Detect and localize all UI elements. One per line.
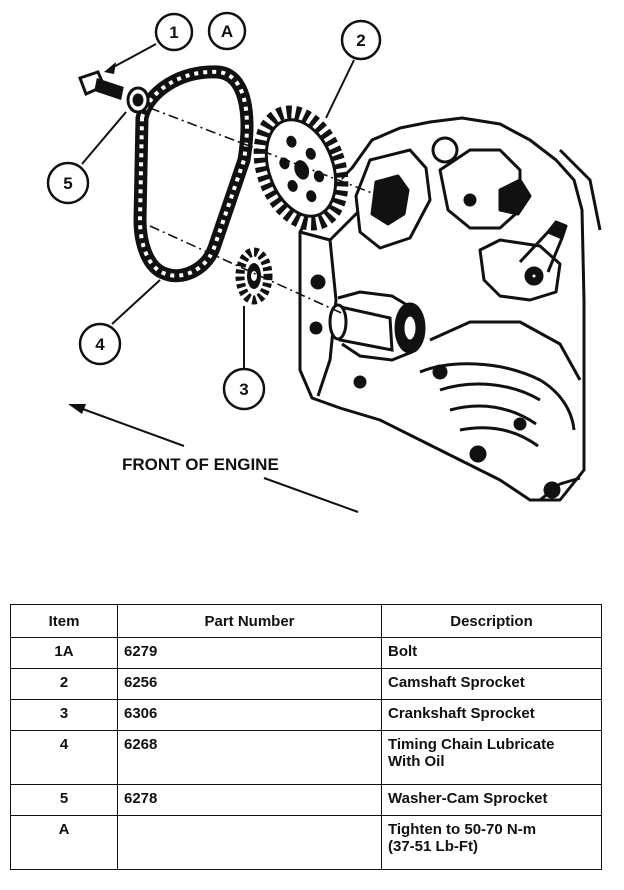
- description-line: With Oil: [388, 753, 445, 770]
- camshaft-sprocket: [253, 105, 349, 231]
- svg-text:4: 4: [95, 335, 105, 354]
- parts-table: Item Part Number Description 1A 6279 Bol…: [10, 604, 602, 870]
- description-cell: Bolt: [381, 637, 602, 669]
- callout-5: 5: [46, 161, 90, 205]
- description-line: Timing Chain Lubricate: [388, 736, 555, 753]
- engine-block: [298, 116, 602, 502]
- timing-chain-diagram: 1 A 2 5 4 3 FRONT OF ENGINE: [46, 11, 602, 513]
- header-description: Description: [381, 604, 602, 638]
- svg-text:5: 5: [63, 174, 72, 193]
- part-number-cell: 6268: [117, 730, 382, 785]
- description-line: Bolt: [388, 643, 418, 660]
- part-number-cell: 6279: [117, 637, 382, 669]
- item-cell: 5: [10, 784, 118, 816]
- alignment-lines: [149, 107, 381, 317]
- item-cell: 1A: [10, 637, 118, 669]
- table-row: 2 6256 Camshaft Sprocket: [10, 668, 602, 700]
- svg-text:3: 3: [239, 380, 248, 399]
- crankshaft-nose: [328, 303, 394, 352]
- crankshaft-sprocket: [235, 247, 273, 305]
- description-line: Washer-Cam Sprocket: [388, 790, 548, 807]
- table-row: A Tighten to 50-70 N-m(37-51 Lb-Ft): [10, 815, 602, 870]
- table-row: 3 6306 Crankshaft Sprocket: [10, 699, 602, 731]
- item-cell: 3: [10, 699, 118, 731]
- leader-lines: [81, 43, 355, 372]
- item-cell: 2: [10, 668, 118, 700]
- front-of-engine-label: FRONT OF ENGINE: [122, 455, 279, 474]
- part-number-cell: [117, 815, 382, 870]
- item-cell: 4: [10, 730, 118, 785]
- callout-A: A: [207, 11, 247, 51]
- description-cell: Washer-Cam Sprocket: [381, 784, 602, 816]
- callout-3: 3: [222, 367, 266, 411]
- header-item: Item: [10, 604, 118, 638]
- svg-text:A: A: [221, 22, 233, 41]
- part-number-cell: 6256: [117, 668, 382, 700]
- description-cell: Crankshaft Sprocket: [381, 699, 602, 731]
- item-cell: A: [10, 815, 118, 870]
- table-row: 5 6278 Washer-Cam Sprocket: [10, 784, 602, 816]
- description-line: Camshaft Sprocket: [388, 674, 525, 691]
- table-row: 1A 6279 Bolt: [10, 637, 602, 669]
- table-header-row: Item Part Number Description: [10, 604, 602, 638]
- description-cell: Camshaft Sprocket: [381, 668, 602, 700]
- header-part-number: Part Number: [117, 604, 382, 638]
- part-number-cell: 6278: [117, 784, 382, 816]
- description-line: Crankshaft Sprocket: [388, 705, 535, 722]
- washer: [126, 86, 150, 114]
- timing-chain: [133, 65, 254, 283]
- svg-text:1: 1: [169, 23, 178, 42]
- description-line: Tighten to 50-70 N-m: [388, 821, 537, 838]
- callout-2: 2: [340, 19, 382, 61]
- description-cell: Tighten to 50-70 N-m(37-51 Lb-Ft): [381, 815, 602, 870]
- callout-1: 1: [154, 12, 194, 52]
- leader-arrowhead: [104, 62, 116, 74]
- bolt: [78, 70, 124, 100]
- svg-text:2: 2: [356, 31, 365, 50]
- callout-4: 4: [78, 322, 122, 366]
- description-line: (37-51 Lb-Ft): [388, 838, 478, 855]
- front-of-engine-arrow: [68, 404, 359, 513]
- part-number-cell: 6306: [117, 699, 382, 731]
